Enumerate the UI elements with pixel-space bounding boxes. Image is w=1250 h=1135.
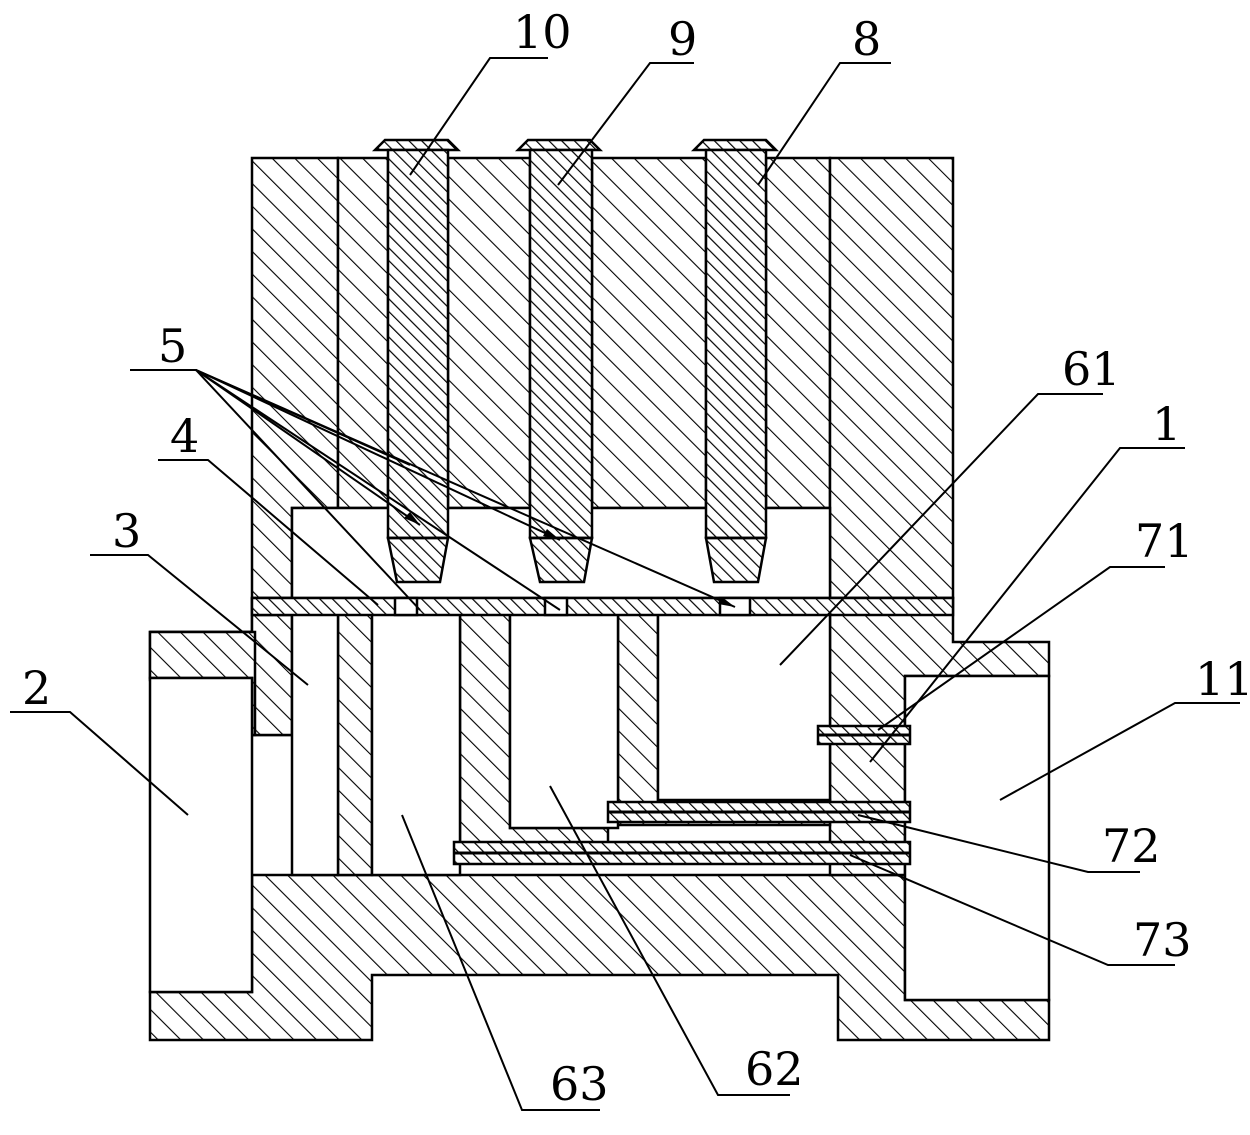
- label-63: 63: [550, 1057, 609, 1111]
- label-5: 5: [158, 319, 187, 373]
- valve-stem-9: [514, 138, 604, 584]
- chamber-63: [370, 610, 462, 877]
- label-10: 10: [513, 5, 572, 59]
- label-73: 73: [1133, 913, 1192, 967]
- upper-body-right-wall: [828, 156, 955, 600]
- leader-arrowheads: [404, 512, 735, 607]
- upper-body-web-2: [590, 156, 708, 510]
- plate-hole-1: [393, 596, 419, 617]
- label-11: 11: [1195, 652, 1250, 706]
- diaphragm-plate-4: [250, 596, 955, 617]
- label-61: 61: [1062, 342, 1121, 396]
- left-port-2: [148, 676, 254, 994]
- label-2: 2: [22, 661, 51, 715]
- label-62: 62: [745, 1042, 804, 1096]
- label-72: 72: [1102, 819, 1161, 873]
- valve-stem-8: [690, 138, 780, 584]
- label-9: 9: [668, 12, 697, 66]
- right-port-11: [903, 674, 1051, 1002]
- label-3: 3: [112, 504, 141, 558]
- leader-lines: [10, 57, 1240, 1111]
- chamber-62: [508, 610, 620, 830]
- label-8: 8: [852, 12, 881, 66]
- label-71: 71: [1135, 514, 1194, 568]
- upper-body-web-1: [446, 156, 532, 510]
- partition-3: [336, 610, 374, 877]
- channel-3: [290, 610, 340, 877]
- label-1: 1: [1152, 397, 1181, 451]
- label-4: 4: [170, 409, 199, 463]
- upper-body-right-inner: [764, 156, 832, 510]
